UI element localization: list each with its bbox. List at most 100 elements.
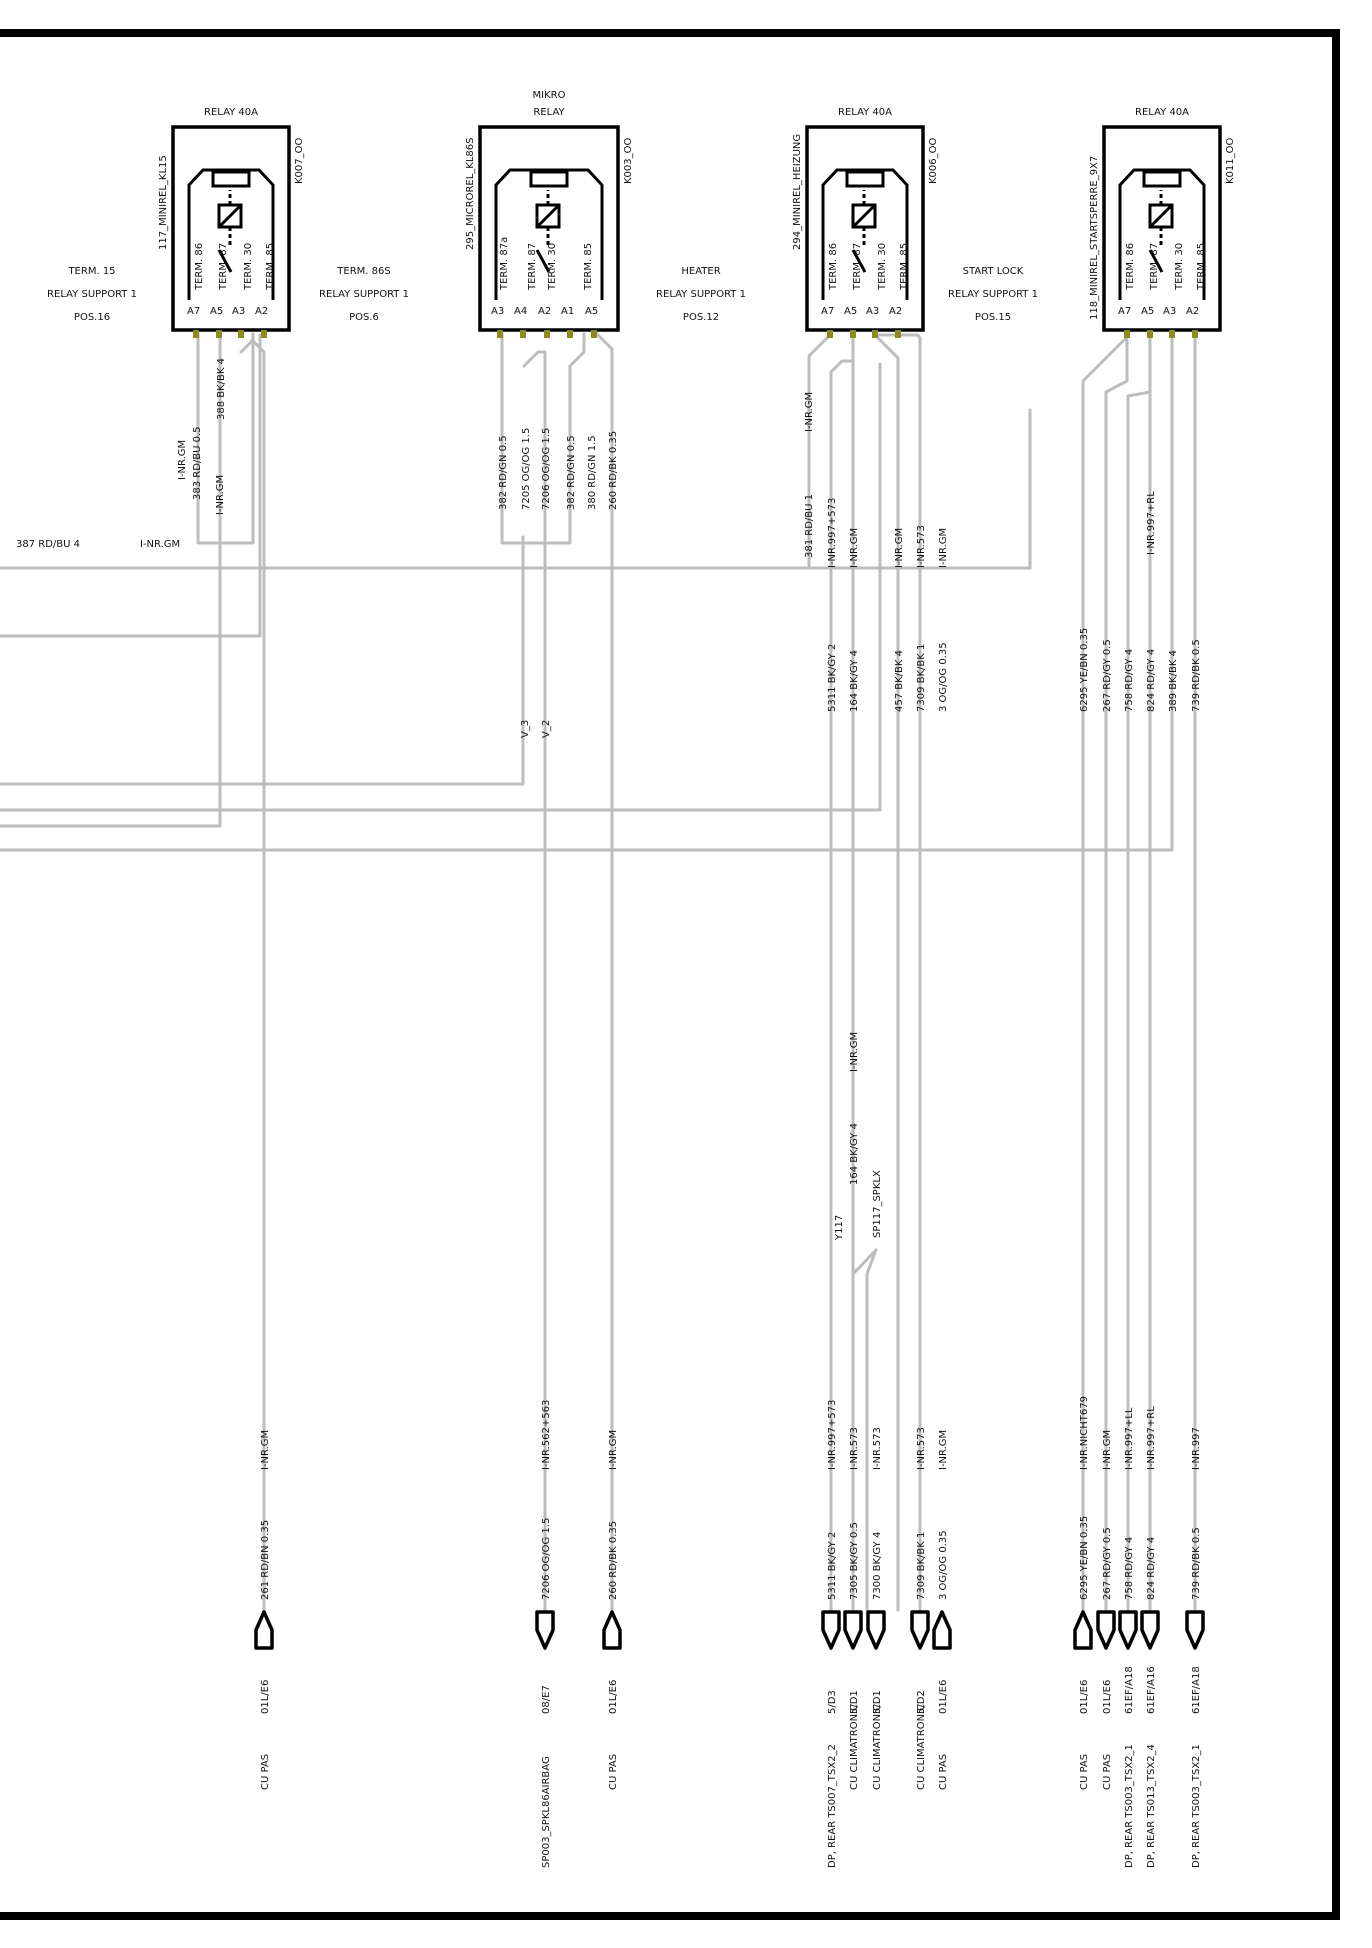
connector-dest-label: SP003_SPKL86AIRBAG [541,1756,552,1868]
connector-dest-label: DP, REAR TS013_TSX2_4 [1146,1744,1157,1868]
connector-dest-label: CU PAS [1079,1754,1090,1790]
relay-resistor [845,170,885,188]
connector-wire-label: 824 RD/GY 4 [1146,1537,1157,1600]
relay-switch [535,249,551,273]
relay-terminal-label: TERM. 87 [218,243,229,291]
relay-pin [238,330,244,338]
relay-pin [544,330,550,338]
connector-inr-label: I-NR.997+LL [1124,1407,1135,1470]
relay-pin-label: A7 [1118,306,1131,317]
connector-wire-label: 739 RD/BK 0.5 [1191,1527,1202,1600]
relay-coil-diag [1148,203,1174,229]
wire-label: 457 BK/BK 4 [894,650,905,712]
relay-part-label: 294_MINIREL_HEIZUNG [792,134,803,250]
relay-desc-line: TERM. 15 [67,266,115,277]
wire-label: I-NR.GM [849,1032,860,1072]
wire-label: I-NR.GM [215,475,226,515]
relay-pin [827,330,833,338]
relay-resistor [529,170,569,188]
connector-wire-label: 3 OG/OG 0.35 [938,1530,949,1600]
relay-pin [497,330,503,338]
connector-inr-label: I-NR.GM [260,1430,271,1470]
relay-pin-label: A7 [821,306,834,317]
relay-type-label: RELAY [533,107,565,118]
relay-pin-label: A7 [187,306,200,317]
connector-symbol [910,1610,930,1650]
wire-label: I-NR.GM [177,440,188,480]
connector-inr-label: I-NR.573 [916,1427,927,1470]
relay-id-label: K007_OO [294,137,305,184]
connector-dest-label: CU CLIMATRONIC [916,1704,927,1790]
relay-pin [872,330,878,338]
bottom-connectors: I-NR.GM 261 RD/BN 0.35 01L/E6 CU PAS I-NR.56… [254,1396,1205,1868]
relay-terminal-label: TERM. 30 [547,243,558,291]
relay-desc-line: POS.15 [975,312,1011,323]
connector-inr-label: I-NR.997+RL [1146,1406,1157,1470]
connector-pin-label: 61EF/A18 [1191,1666,1202,1714]
wire-label: I-NR.GM [894,528,905,568]
relay-desc-line: RELAY SUPPORT 1 [319,289,409,300]
relay-pin-label: A5 [844,306,857,317]
connector-wire-label: 7206 OG/OG 1.5 [541,1518,552,1600]
relay-pin-label: A3 [491,306,504,317]
relay-desc-line: RELAY SUPPORT 1 [948,289,1038,300]
connector-wire-label: 7300 BK/GY 4 [872,1532,883,1600]
wire-label: 824 RD/GY 4 [1146,649,1157,712]
relay-coil-diag [535,203,561,229]
connector-dest-label: CU PAS [260,1754,271,1790]
connector-pin-label: 5/D1 [872,1690,883,1714]
relay-pin-label: A2 [255,306,268,317]
wire-label: I-NR.GM [804,392,815,432]
connector-pin-label: 61EF/A18 [1124,1666,1135,1714]
connector-wire-label: 261 RD/BN 0.35 [260,1520,271,1600]
relay-coil-diag [851,203,877,229]
sheet-frame [0,29,1340,1920]
connector-dest-label: DP, REAR TS003_TSX2_1 [1191,1744,1202,1868]
connector-inr-label: I-NR.562+563 [541,1400,552,1470]
connector-wire-label: 5311 BK/GY 2 [827,1532,838,1600]
wire-label: I-NR.573 [916,525,927,568]
relay-desc-line: RELAY SUPPORT 1 [656,289,746,300]
relay-pin-label: A5 [585,306,598,317]
relay-switch [217,249,233,273]
connector-pin-label: 01L/E6 [1102,1680,1113,1714]
relay-pin [1147,330,1153,338]
wires [0,332,1197,1612]
connector-inr-label: I-NR.997+573 [827,1400,838,1470]
wire-label-v2: V_2 [541,720,552,738]
relay-type-label: MIKRO [533,90,566,101]
relay-pin [1192,330,1198,338]
wire-label: 164 BK/GY 4 [849,650,860,712]
relay-terminal-label: TERM. 85 [583,243,594,291]
relay-part-label: 118_MINIREL_STARTSPERRE_9X7 [1089,156,1100,320]
relay-coil-wiring [494,168,604,300]
connector-pin-label: 01L/E6 [1079,1680,1090,1714]
connector-inr-label: I-NR.GM [938,1430,949,1470]
relay-coil-wiring [821,168,909,300]
relay-pin [1124,330,1130,338]
connector-inr-label: I-NR.997 [1191,1427,1202,1470]
connector-pin-label: 01L/E6 [608,1680,619,1714]
relay-terminal-label: TERM. 87 [1149,243,1160,291]
relay-desc-line: POS.12 [683,312,719,323]
relay-pin [591,330,597,338]
wire-label: 382 RD/GN 0.5 [566,435,577,510]
wire-label: 260 RD/BK 0.35 [608,431,619,510]
wire-label: 382 RD/GN 0.5 [498,435,509,510]
relay-terminal-label: TERM. 30 [1174,243,1185,291]
relay-terminal-label: TERM. 85 [1196,243,1207,291]
connector-symbol [821,1610,841,1650]
wire-label-387: 387 RD/BU 4 [16,539,80,550]
wire-label: 380 RD/GN 1.5 [587,435,598,510]
